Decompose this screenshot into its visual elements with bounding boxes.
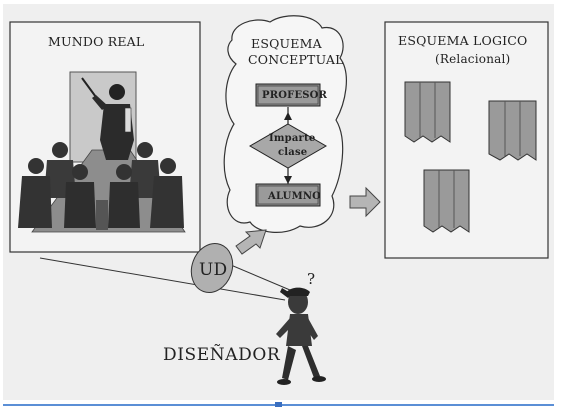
ud-label: UD — [199, 260, 228, 280]
arrow-to-logical-schema — [349, 186, 381, 218]
esquema-logico-subtitle: (Relacional) — [435, 52, 511, 66]
designer-figure — [276, 287, 326, 385]
esquema-conceptual-title-line1: ESQUEMA — [251, 36, 322, 51]
esquema-conceptual-cloud — [223, 15, 347, 233]
relation-table-2 — [488, 100, 537, 161]
relation-table-1 — [404, 81, 451, 143]
arrow-to-conceptual-schema — [235, 229, 267, 255]
view-lines — [39, 251, 291, 301]
classroom-illustration — [18, 71, 186, 233]
relation-table-3 — [423, 169, 470, 233]
esquema-logico-title: ESQUEMA LOGICO — [398, 33, 528, 48]
designer-question-mark: ? — [307, 270, 316, 288]
mundo-real-title: MUNDO REAL — [48, 34, 145, 49]
relational-tables — [404, 81, 537, 233]
entity-profesor-label: PROFESOR — [262, 90, 328, 101]
ud-ellipse — [190, 243, 234, 293]
relationship-label-line1: Imparte — [269, 133, 316, 144]
designer-label: DISEÑADOR — [163, 345, 281, 365]
relationship-label-line2: clase — [278, 147, 308, 158]
er-diagram — [249, 83, 327, 207]
bottom-divider-marker — [275, 402, 282, 407]
esquema-conceptual-title-line2: CONCEPTUAL — [248, 52, 344, 67]
entity-alumno-label: ALUMNO — [268, 191, 322, 202]
